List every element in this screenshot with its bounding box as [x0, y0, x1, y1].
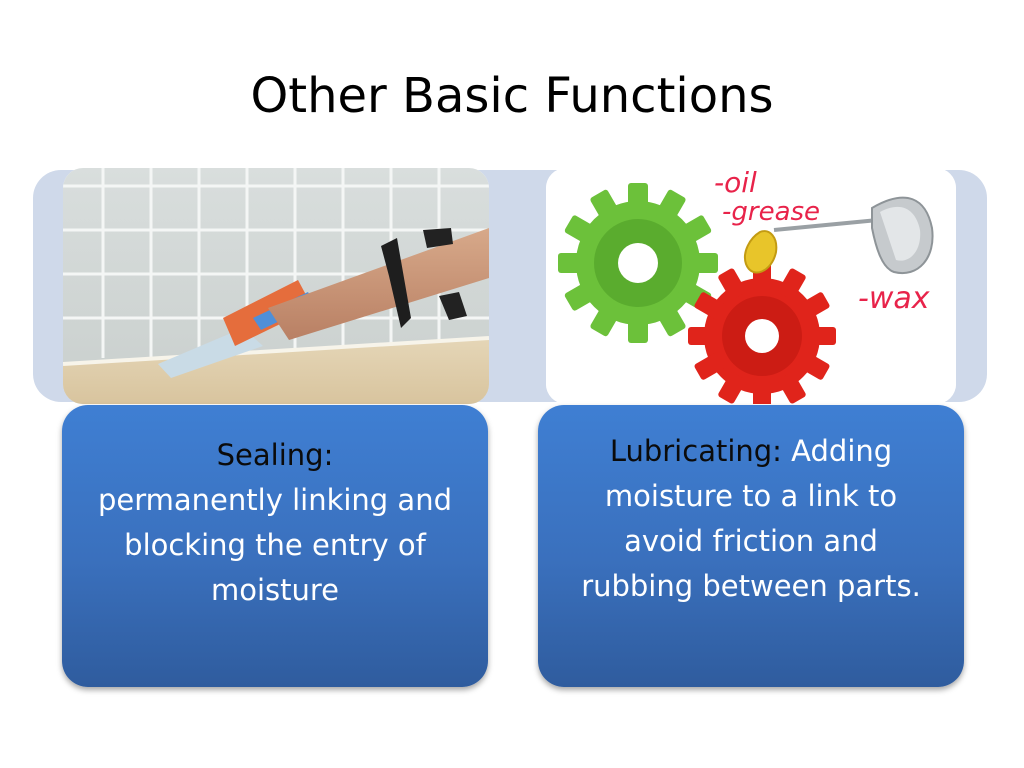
annotation-grease: -grease [722, 197, 820, 227]
red-gear-icon [688, 262, 836, 404]
lubricating-illustration: -oil -grease -wax [546, 168, 956, 404]
lubricating-term: Lubricating: [609, 434, 782, 468]
annotation-wax: -wax [858, 281, 930, 316]
green-gear-icon [558, 183, 718, 343]
sealing-definition: permanently linking and blocking the ent… [97, 483, 452, 607]
sealing-card: Sealing: permanently linking and blockin… [62, 405, 488, 687]
oil-can-icon [744, 196, 934, 275]
lubricating-definition: Adding moisture to a link to avoid frict… [581, 434, 921, 603]
sealing-term: Sealing: [216, 438, 334, 472]
annotation-oil: -oil [714, 168, 757, 199]
sealing-photo [63, 168, 489, 404]
lubricating-card: Lubricating: Adding moisture to a link t… [538, 405, 964, 687]
slide-title: Other Basic Functions [250, 68, 774, 124]
